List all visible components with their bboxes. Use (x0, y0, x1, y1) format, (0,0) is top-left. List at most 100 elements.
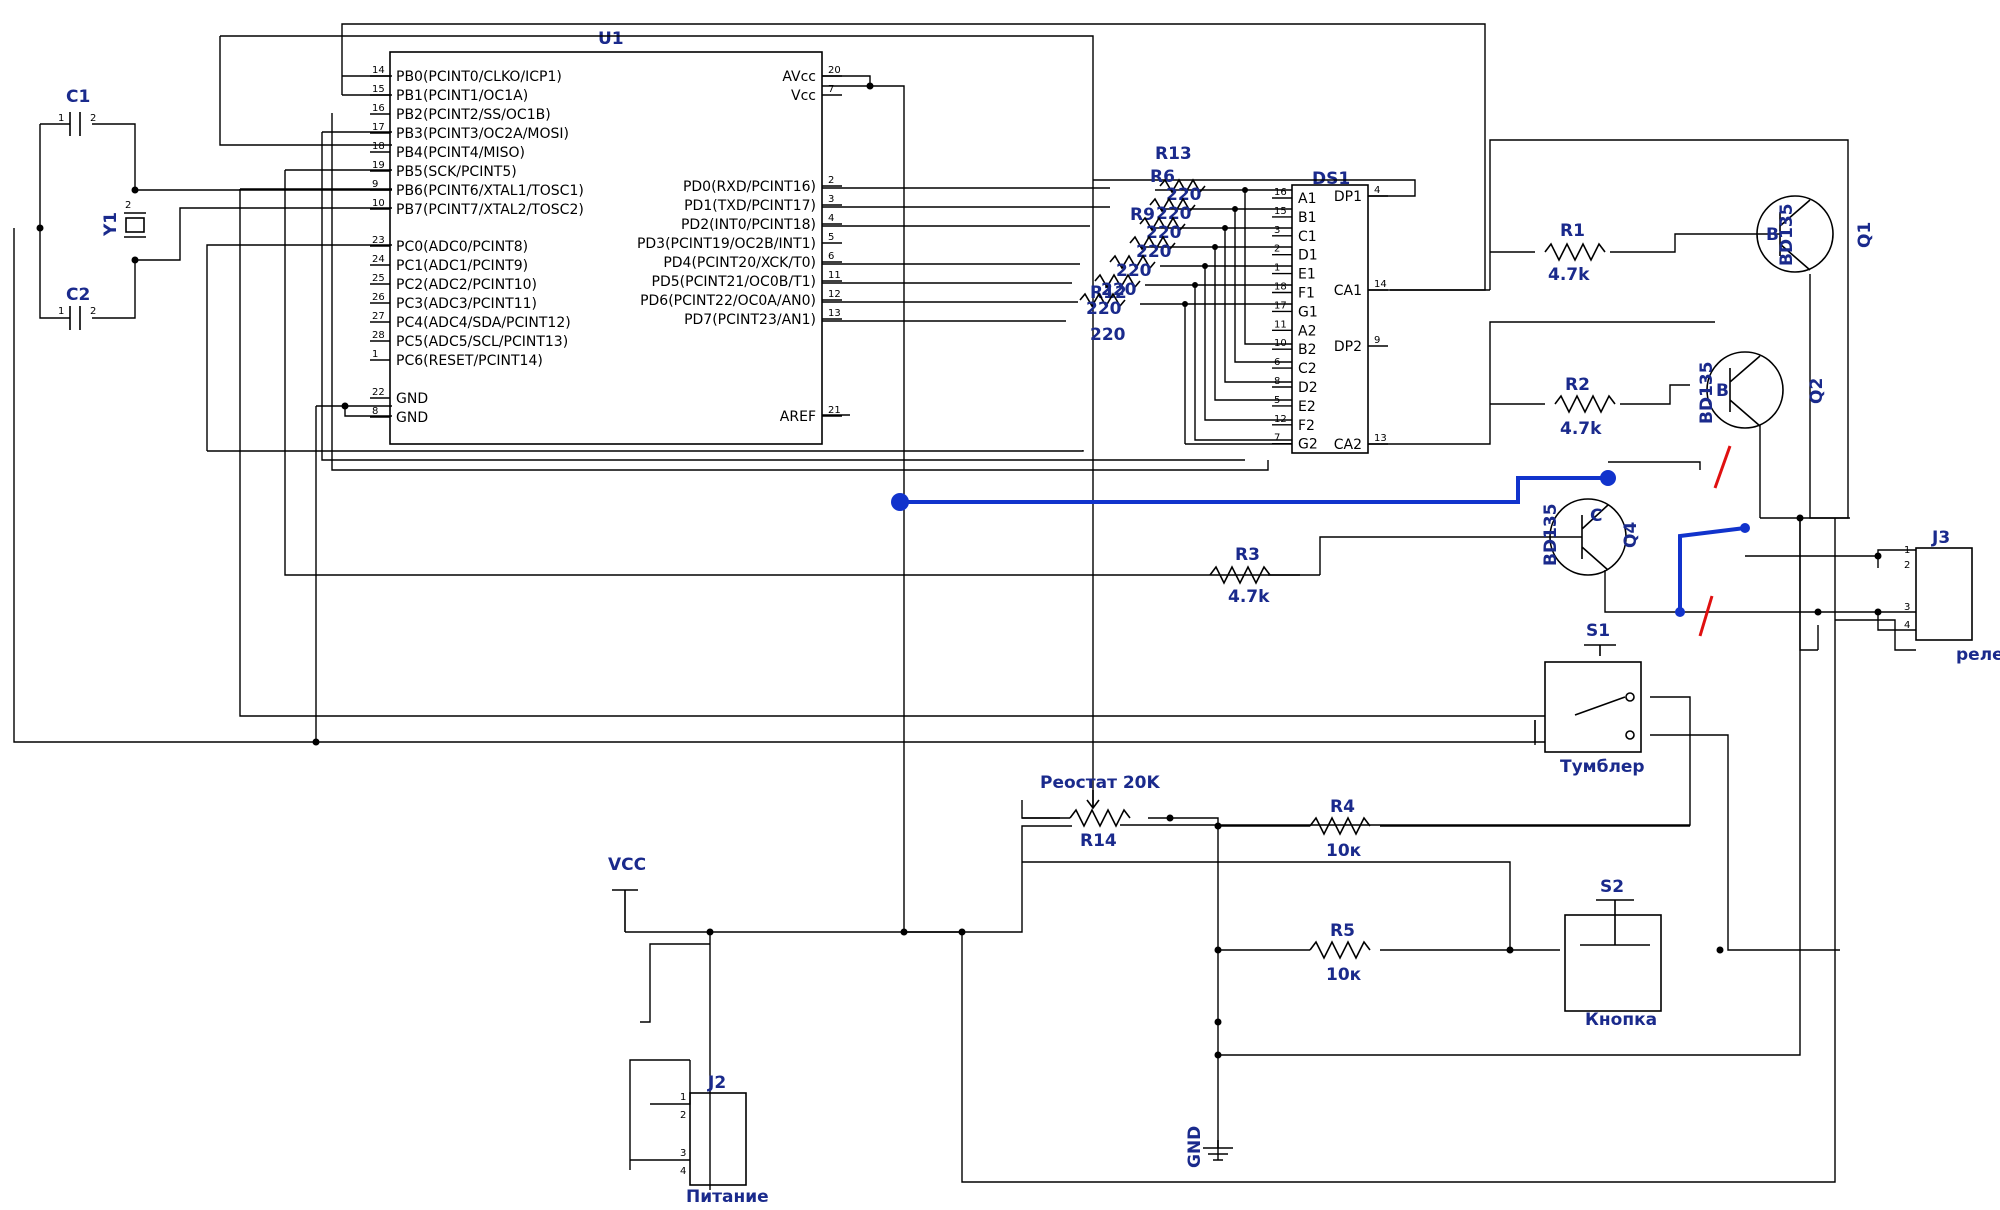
q4-type: BD135 (1541, 503, 1561, 566)
r13-label: R13 (1155, 144, 1192, 164)
y1-plates (124, 212, 146, 238)
modification-wires (891, 470, 1750, 617)
pin-number: 1 (1274, 263, 1280, 274)
pin-number: 1 (372, 349, 378, 360)
gnd-symbol: GND (1185, 1126, 1233, 1168)
pin-label: PC4(ADC4/SDA/PCINT12) (396, 315, 571, 331)
j2-ref: J2 (707, 1073, 726, 1093)
pin-number: 11 (1274, 319, 1287, 330)
resistor-r4: R4 10к (1309, 797, 1371, 861)
junction (866, 82, 874, 90)
pin-number: 6 (828, 251, 834, 262)
pin-label: B2 (1298, 342, 1317, 358)
pin-number: 15 (372, 84, 385, 95)
wire-gnd-bus (1218, 518, 1801, 1056)
r5-label: R5 (1330, 921, 1355, 941)
j3-ref: J3 (1931, 528, 1950, 548)
vcc-symbol: VCC (608, 855, 646, 932)
junctions (36, 82, 1882, 1059)
pin-number: 14 (1374, 279, 1387, 290)
mod-wire-bottom (1678, 526, 1746, 612)
pin-number: 21 (828, 405, 841, 416)
pin-label: PC5(ADC5/SCL/PCINT13) (396, 334, 568, 350)
wire-pc-loop (207, 450, 1084, 452)
j3-name: реле (1956, 645, 2000, 665)
junction (1214, 1051, 1222, 1059)
pin-number: 11 (828, 270, 841, 281)
q1-leads (1779, 199, 1811, 271)
junction (131, 256, 139, 264)
q2-type: BD135 (1697, 361, 1717, 424)
pin-number: 20 (828, 65, 841, 76)
junction (958, 928, 966, 936)
pin-number: 2 (828, 175, 834, 186)
s2-label: S2 (1600, 877, 1624, 897)
pin-number: 23 (372, 235, 385, 246)
mod-node (1675, 607, 1685, 617)
junction (900, 928, 908, 936)
pin-number: 5 (828, 232, 834, 243)
bank-resistor-value: 220 (1166, 185, 1202, 205)
wire-j3-4 (1835, 619, 1916, 651)
pin-label: E2 (1298, 399, 1316, 415)
junction (1796, 514, 1804, 522)
pin-num: 2 (90, 306, 96, 317)
wire-r3-net (1319, 536, 1582, 575)
junction (1814, 608, 1822, 616)
r4-zigzag (1309, 816, 1371, 836)
gnd-bars (1203, 1140, 1233, 1161)
r3-zigzag (1209, 565, 1271, 585)
c1-plates (69, 112, 81, 136)
pin-label: PC3(ADC3/PCINT11) (396, 296, 537, 312)
s1-contact-1 (1625, 692, 1635, 702)
cut-mark (1713, 445, 1732, 489)
pin-num: 1 (680, 1092, 686, 1103)
r14-zigzag (1069, 808, 1131, 828)
pin-label: C2 (1298, 361, 1317, 377)
c2-plates (69, 306, 81, 330)
junction (131, 186, 139, 194)
pin-label: B1 (1298, 210, 1317, 226)
bank-resistor (1149, 197, 1196, 213)
pin-label: GND (396, 391, 428, 407)
junction (1214, 1018, 1222, 1026)
resistor-r5: R5 10к (1309, 921, 1371, 985)
r1-label: R1 (1560, 221, 1585, 241)
junction (1212, 244, 1218, 250)
pin-number: 16 (372, 103, 385, 114)
pin-label: A2 (1298, 323, 1316, 339)
j3-body (1915, 547, 1973, 641)
pin-number: 26 (372, 292, 385, 303)
wire-q1-e (1809, 274, 1850, 519)
pin-label: PD3(PCINT19/OC2B/INT1) (637, 236, 816, 252)
r-bank-value: 220 (1090, 325, 1126, 345)
q1-b: B (1766, 225, 1779, 245)
pin-label: CA2 (1334, 437, 1362, 453)
pin-number: 22 (372, 387, 385, 398)
pin-number: 25 (372, 273, 385, 284)
resistor-r3: R3 4.7k (1209, 545, 1320, 607)
pin-label: PD6(PCINT22/OC0A/AN0) (640, 293, 816, 309)
reostat-label: Реостат 20K (1040, 773, 1160, 793)
wire-r5 (1217, 826, 1510, 1160)
r2-value: 4.7k (1560, 419, 1602, 439)
pin-num: 2 (680, 1110, 686, 1121)
pin-num: 2 (125, 200, 131, 211)
transistor-q1: B Q1 BD135 (1756, 195, 1875, 273)
cut-marks (1698, 445, 1732, 637)
pin-number: 14 (372, 65, 385, 76)
s2-plunger (1580, 899, 1650, 946)
pin-label: AREF (780, 409, 816, 425)
pin-number: 3 (828, 194, 834, 205)
pin-label: A1 (1298, 191, 1316, 207)
bank-resistor-value: 220 (1156, 204, 1192, 224)
bank-resistor-value: 220 (1086, 299, 1122, 319)
switch-s1: S1 Тумблер (1544, 621, 1645, 777)
r2-label: R2 (1565, 375, 1590, 395)
pin-label: F1 (1298, 286, 1315, 302)
q4-leads (1581, 504, 1609, 571)
bank-resistor-value: 220 (1101, 280, 1137, 300)
y1-label: Y1 (101, 212, 121, 237)
